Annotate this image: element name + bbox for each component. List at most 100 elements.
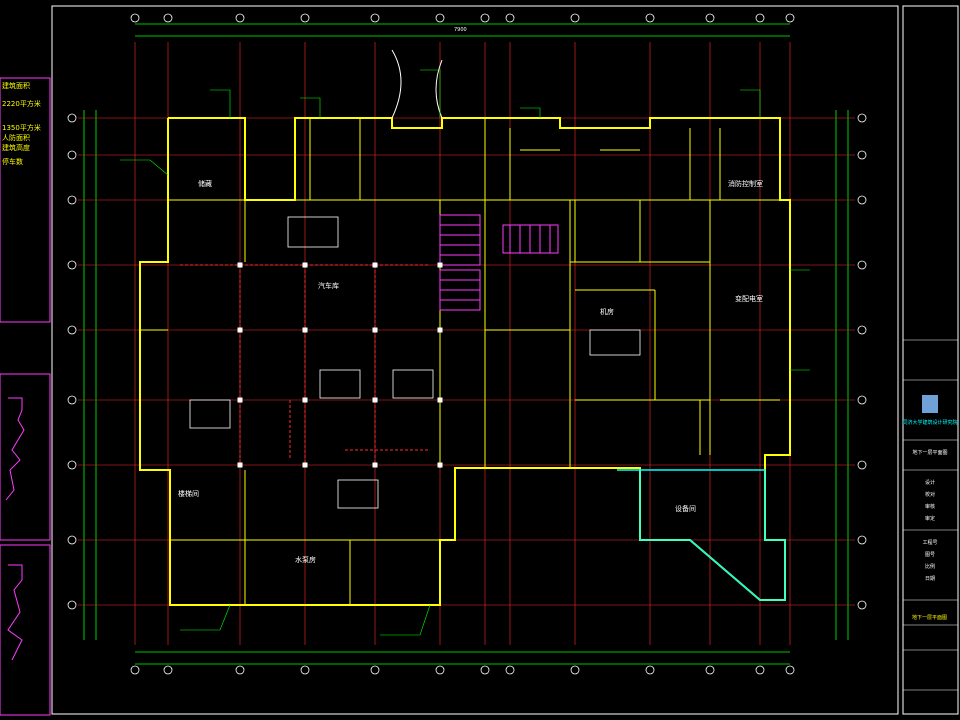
room-info-boxes — [189, 216, 641, 509]
column — [302, 462, 308, 468]
left-notes-panel: 建筑面积 2220平方米 1350平方米 人防面积 建筑高度 停车数 — [0, 0, 50, 720]
sheet-label: 地下一层平面图 — [912, 615, 948, 621]
title-block-row: 审核 — [924, 504, 935, 510]
grid-bubble — [785, 13, 795, 23]
grid-bubble — [755, 13, 765, 23]
left-note-4: 人防面积 — [2, 134, 30, 142]
column — [237, 327, 243, 333]
entrance-canopy-curve — [391, 49, 402, 119]
grid-bubble — [67, 460, 77, 470]
grid-bubble — [505, 13, 515, 23]
grid-bubble — [505, 665, 515, 675]
grid-bubble — [785, 665, 795, 675]
ramp-hatch — [439, 214, 559, 311]
grid-axis-lines — [78, 42, 855, 645]
left-notes-panel-border — [0, 77, 51, 323]
grid-bubble — [857, 600, 867, 610]
room-label: 机房 — [600, 308, 614, 316]
grid-bubble — [235, 665, 245, 675]
keyplan-outline-1 — [5, 397, 25, 501]
grid-bubble — [755, 665, 765, 675]
grid-bubble — [67, 260, 77, 270]
grid-bubble — [370, 665, 380, 675]
structural-columns — [237, 262, 443, 468]
title-block-row: 日期 — [924, 576, 935, 582]
title-block-grid — [903, 339, 958, 691]
left-keyplan-border-1 — [0, 373, 51, 541]
grid-bubble — [857, 113, 867, 123]
left-note-1: 建筑面积 — [2, 82, 30, 90]
dimension-lines — [83, 23, 849, 665]
column — [237, 262, 243, 268]
title-block-row: 工程号 — [922, 540, 938, 546]
grid-bubble — [67, 195, 77, 205]
column — [237, 462, 243, 468]
grid-bubble — [857, 535, 867, 545]
grid-bubble — [857, 395, 867, 405]
interior-walls — [140, 118, 780, 605]
grid-bubble — [67, 325, 77, 335]
grid-bubble — [130, 13, 140, 23]
grid-bubble — [163, 13, 173, 23]
room-label: 水泵房 — [295, 556, 316, 564]
room-label: 楼梯间 — [178, 490, 199, 498]
grid-bubble — [435, 13, 445, 23]
column — [302, 397, 308, 403]
grid-bubble — [67, 395, 77, 405]
grid-bubble — [857, 260, 867, 270]
drawing-frame — [51, 5, 899, 715]
title-block-row: 比例 — [924, 564, 935, 570]
column — [237, 397, 243, 403]
grid-bubble — [857, 325, 867, 335]
grid-bubble — [857, 195, 867, 205]
room-label: 储藏 — [198, 180, 212, 188]
room-label: 设备间 — [675, 505, 696, 513]
exterior-walls — [139, 117, 791, 606]
title-block-row: 校对 — [924, 492, 935, 498]
grid-bubble — [645, 665, 655, 675]
grid-bubble — [645, 13, 655, 23]
grid-bubble — [370, 13, 380, 23]
top-dimension-text: 7900 — [454, 27, 467, 33]
grid-bubble — [480, 13, 490, 23]
entrance-canopy-curve-2 — [435, 59, 443, 119]
left-note-5: 建筑高度 — [2, 144, 30, 152]
grid-bubble — [163, 665, 173, 675]
grid-bubble — [67, 535, 77, 545]
grid-bubble — [705, 13, 715, 23]
grid-bubble — [705, 665, 715, 675]
grid-bubble — [480, 665, 490, 675]
column — [372, 462, 378, 468]
column — [302, 262, 308, 268]
title-block-project: 地下一层平面图 — [912, 450, 948, 456]
column — [437, 327, 443, 333]
grid-bubble — [130, 665, 140, 675]
left-note-6: 停车数 — [2, 158, 23, 166]
grid-bubble — [857, 460, 867, 470]
column — [372, 262, 378, 268]
cyan-room-outline — [617, 469, 786, 601]
left-note-2: 2220平方米 — [2, 100, 41, 108]
title-block-row: 图号 — [924, 552, 935, 558]
leader-lines — [120, 69, 810, 636]
grid-bubble — [67, 150, 77, 160]
column — [437, 262, 443, 268]
column — [302, 327, 308, 333]
grid-bubble — [67, 113, 77, 123]
title-block-row: 设计 — [924, 480, 935, 486]
grid-bubble — [570, 13, 580, 23]
left-keyplan-border-2 — [0, 544, 51, 716]
column — [437, 397, 443, 403]
title-block-row: 审定 — [924, 516, 935, 522]
column — [372, 327, 378, 333]
title-block: 同济大学建筑设计研究院 地下一层平面图 设计 校对 审核 审定 工程号 图号 比… — [900, 0, 960, 720]
room-label: 消防控制室 — [728, 180, 763, 188]
grid-axis-bubbles — [67, 13, 867, 675]
grid-bubble — [67, 600, 77, 610]
column — [372, 397, 378, 403]
grid-bubble — [235, 13, 245, 23]
grid-bubble — [300, 665, 310, 675]
title-block-company: 同济大学建筑设计研究院 — [902, 420, 958, 426]
left-note-3: 1350平方米 — [2, 124, 41, 132]
